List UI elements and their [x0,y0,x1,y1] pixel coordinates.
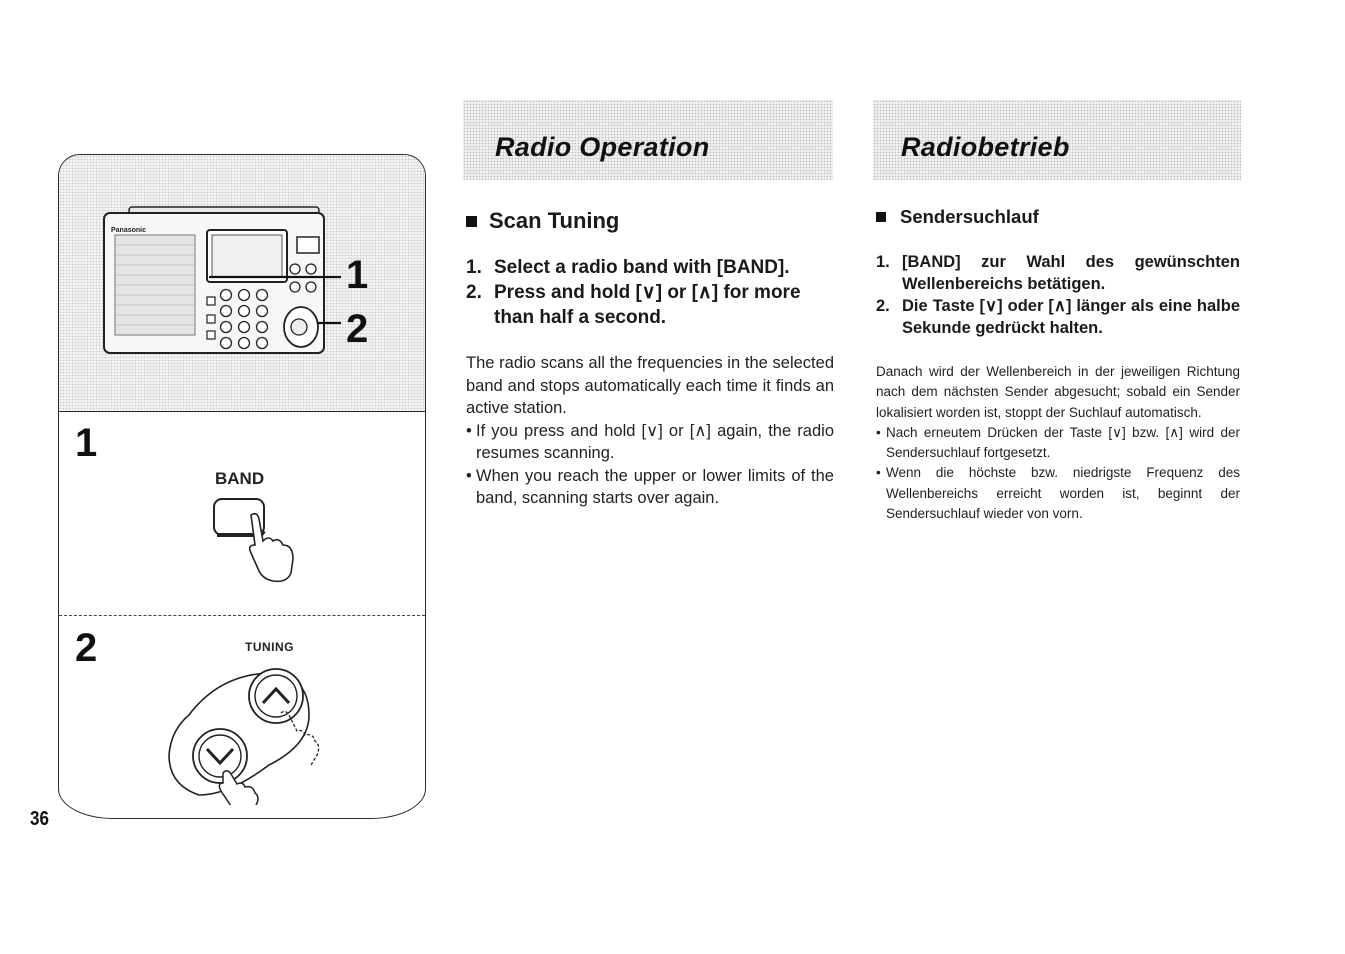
tuning-button-label: TUNING [245,640,294,654]
english-section-title: Scan Tuning [466,208,619,234]
radio-illustration-area: Panasonic 1 2 [59,155,425,412]
band-button-label: BAND [215,469,265,488]
step-1-number: 1 [75,421,98,465]
german-paragraph: Danach wird der Wellenbereich in der jew… [876,364,1240,420]
german-heading-banner: Radiobetrieb [873,100,1241,180]
radio-illustration [103,206,341,354]
step-divider [59,615,425,616]
english-step-2: 2. Press and hold [∨] or [∧] for more th… [466,282,801,328]
section-bullet-icon [466,215,477,227]
english-paragraph: The radio scans all the frequencies in t… [466,354,834,417]
german-bullet-1: •Nach erneutem Drücken der Taste [∨] bzw… [876,424,1240,461]
german-step-1: 1. [BAND] zur Wahl des gewünschten Welle… [876,253,1240,293]
english-section-title-text: Scan Tuning [489,208,620,233]
callout-2: 2 [346,307,369,351]
band-button-press-illustration [213,498,294,583]
german-bullet-2: •Wenn die höchste bzw. niedrigste Freque… [876,465,1240,522]
english-body: The radio scans all the frequencies in t… [466,352,834,510]
brand-logo: Panasonic [111,227,147,234]
english-bullet-1: •If you press and hold [∨] or [∧] again,… [466,421,834,463]
step-2-number: 2 [75,626,98,670]
german-section-title-text: Sendersuchlauf [900,206,1039,227]
german-banner-title: Radiobetrieb [901,132,1070,162]
illustration-panel: Panasonic 1 2 1 BAND 2 TUNING [58,154,426,819]
english-steps: 1. Select a radio band with [BAND]. 2. P… [466,255,836,330]
english-step-1: 1. Select a radio band with [BAND]. [466,257,790,278]
german-steps: 1. [BAND] zur Wahl des gewünschten Welle… [876,251,1240,339]
callout-1: 1 [346,253,369,297]
english-bullet-2: •When you reach the upper or lower limit… [466,466,834,508]
page-number: 36 [30,808,49,830]
english-heading-banner: Radio Operation [463,100,833,180]
german-step-2: 2. Die Taste [∨] oder [∧] länger als ein… [876,297,1240,337]
german-body: Danach wird der Wellenbereich in der jew… [876,362,1240,524]
english-banner-title: Radio Operation [495,132,710,162]
tuning-button-press-illustration [168,668,320,805]
german-section-title: Sendersuchlauf [876,206,1039,228]
section-bullet-icon [876,212,886,222]
